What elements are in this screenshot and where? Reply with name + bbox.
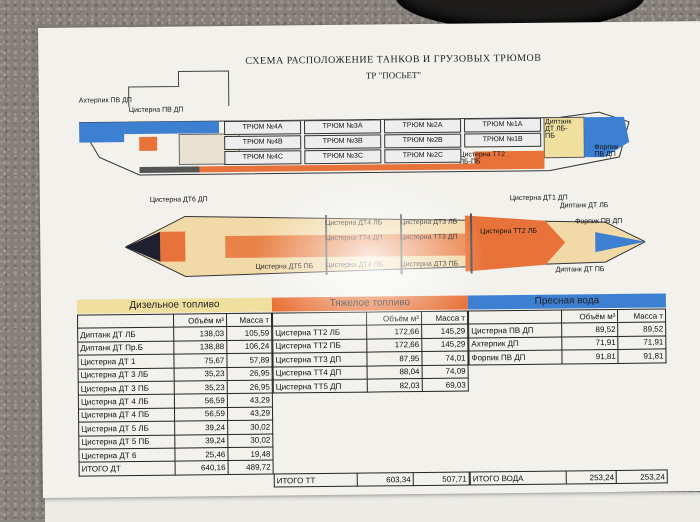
label-diptank: Диптанк ДТ ЛБ-ПБ bbox=[544, 118, 572, 140]
label-pv-dp: Цистерна ПВ ДП bbox=[128, 106, 184, 115]
hold-2c: ТРЮМ №2С bbox=[384, 148, 462, 164]
label-dip-lb: Диптанк ДТ ЛБ bbox=[559, 202, 609, 210]
hold-3b: ТРЮМ №3В bbox=[304, 134, 382, 150]
hold-3a: ТРЮМ №3А bbox=[303, 119, 382, 135]
label-tt2lb: Цистерна ТТ2 ЛБ bbox=[480, 227, 537, 236]
hold-4a: ТРЮМ №4А bbox=[223, 120, 302, 136]
diesel-col-vol: Объём м³ bbox=[173, 313, 227, 328]
heavy-col-vol: Объём м³ bbox=[366, 311, 422, 326]
label-forepeak: Форпик ПВ ДП bbox=[594, 143, 619, 159]
hold-3c: ТРЮМ №3С bbox=[304, 149, 382, 165]
label-dip-pb: Диптанк ДТ ПБ bbox=[555, 266, 605, 274]
label-dt3lb: Цистерна ДТ3 ЛБ bbox=[400, 218, 458, 227]
ship-plan-view bbox=[124, 213, 646, 277]
hold-2b: ТРЮМ №2В bbox=[384, 133, 462, 149]
water-header: Пресная вода bbox=[467, 293, 666, 310]
heavy-col-mass: Масса т bbox=[421, 311, 468, 325]
hold-2a: ТРЮМ №2А bbox=[383, 118, 462, 134]
label-dt1: Цистерна ДТ1 ДП bbox=[509, 194, 568, 203]
label-dt4pb: Цистерна ДТ4 ПБ bbox=[325, 261, 384, 270]
label-tt4: Цистерна ТТ4 ДП bbox=[325, 234, 383, 243]
hold-1a: ТРЮМ №1А bbox=[463, 117, 542, 133]
label-aftpeak: Ахтерпик ПВ ДП bbox=[78, 97, 132, 105]
hold-4c: ТРЮМ №4С bbox=[224, 150, 302, 166]
hold-4b: ТРЮМ №4В bbox=[224, 135, 302, 151]
label-dt6: Цистерна ДТ6 ДП bbox=[149, 196, 208, 204]
label-dt5pb: Цистерна ДТ5 ПБ bbox=[255, 263, 314, 271]
label-tt2: Цистерна ТТ2 ЛБ-ПБ bbox=[459, 151, 506, 166]
paper-underneath bbox=[45, 492, 700, 522]
label-dt4lb: Цистерна ДТ4 ЛБ bbox=[325, 219, 383, 228]
hold-1b: ТРЮМ №1В bbox=[464, 132, 542, 148]
heavy-header: Тяжелое топливо bbox=[271, 295, 468, 312]
water-col-vol: Объём м³ bbox=[561, 309, 618, 324]
label-dt3pb: Цистерна ДТ3 ПБ bbox=[400, 260, 459, 269]
water-col-mass: Масса т bbox=[617, 308, 666, 323]
diesel-header: Дизельное топливо bbox=[76, 297, 272, 314]
diesel-col-mass: Масса т bbox=[226, 313, 272, 327]
tank-diagram-sheet: СХЕМА РАСПОЛОЖЕНИЕ ТАНКОВ И ГРУЗОВЫХ ТРЮ… bbox=[38, 21, 700, 498]
label-tt3: Цистерна ТТ3 ДП bbox=[400, 233, 458, 242]
label-forepeak-plan: Форпик ПВ ДП bbox=[575, 217, 623, 226]
